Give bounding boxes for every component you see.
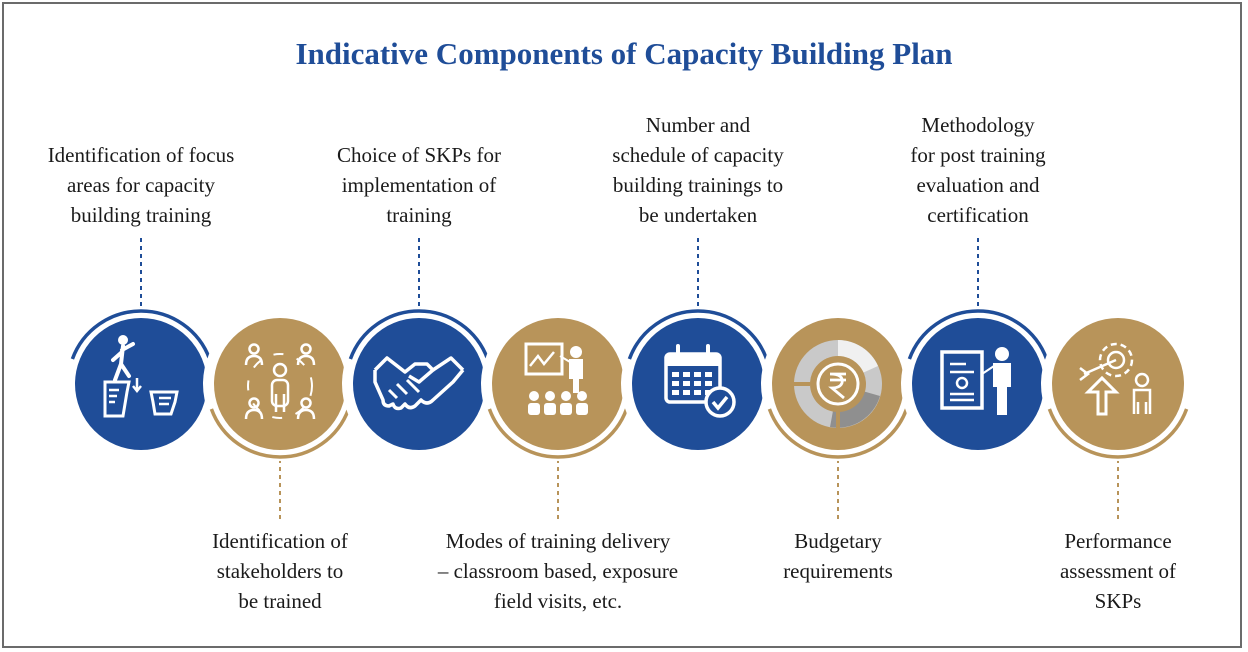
component-ring-5: [627, 309, 769, 360]
component-node-2: [203, 307, 357, 461]
component-label-line: be trained: [238, 589, 322, 613]
component-label-line: implementation of: [341, 173, 497, 197]
component-label-line: for post training: [910, 143, 1046, 167]
component-label-line: – classroom based, exposure: [437, 559, 679, 583]
component-node-6: [761, 307, 915, 461]
component-label-line: be undertaken: [638, 203, 758, 227]
component-label-line: requirements: [783, 559, 893, 583]
component-label-line: building trainings to: [612, 173, 784, 197]
component-node-3: [342, 307, 496, 461]
target-growth-person-icon: [1079, 342, 1152, 416]
component-label-line: schedule of capacity: [612, 143, 784, 167]
component-label-line: building training: [70, 203, 212, 227]
component-node-1: [64, 307, 218, 461]
component-label-6: Budgetary requirements: [708, 526, 968, 586]
component-ring-1: [70, 309, 212, 360]
component-label-7: Methodology for post training evaluation a…: [848, 110, 1108, 230]
component-label-line: Performance: [1064, 529, 1172, 553]
climbing-gap-icon: [103, 335, 179, 418]
handshake-icon: [373, 356, 465, 411]
component-label-line: certification: [927, 203, 1029, 227]
component-label-1: Identification of focus areas for capacit…: [11, 140, 271, 230]
component-label-line: SKPs: [1094, 589, 1142, 613]
stakeholders-icon: [244, 343, 316, 420]
component-label-line: areas for capacity: [66, 173, 216, 197]
component-label-line: Budgetary: [794, 529, 882, 553]
component-label-line: evaluation and: [916, 173, 1040, 197]
component-label-5: Number and schedule of capacity building t…: [568, 110, 828, 230]
component-label-line: assessment of: [1059, 559, 1177, 583]
component-ring-8: [1047, 408, 1189, 459]
component-label-line: Identification of: [212, 529, 348, 553]
component-label-2: Identification of stakeholders to be train…: [150, 526, 410, 616]
component-label-3: Choice of SKPs for implementation of train…: [289, 140, 549, 230]
component-label-line: stakeholders to: [216, 559, 344, 583]
rupee-pie-chart-icon: [794, 340, 882, 428]
certificate-presenter-icon: [940, 347, 1011, 415]
component-ring-2: [209, 408, 351, 459]
component-ring-7: [907, 309, 1049, 360]
component-label-line: Methodology: [921, 113, 1035, 137]
calendar-check-icon: [664, 344, 736, 418]
diagram-title: Indicative Components of Capacity Buildi…: [295, 36, 953, 71]
component-label-line: training: [386, 203, 452, 227]
component-label-line: Choice of SKPs for: [337, 143, 501, 167]
component-ring-3: [348, 309, 490, 360]
component-label-line: Number and: [645, 113, 751, 137]
component-label-line: Modes of training delivery: [445, 529, 671, 553]
component-node-5: [621, 307, 775, 461]
component-label-4: Modes of training delivery – classroom ba…: [428, 526, 688, 616]
classroom-presentation-icon: [524, 342, 588, 415]
component-ring-4: [487, 408, 629, 459]
component-label-line: field visits, etc.: [493, 589, 623, 613]
component-label-line: Identification of focus: [47, 143, 235, 167]
component-node-4: [481, 307, 635, 461]
component-ring-6: [767, 408, 909, 459]
component-node-7: [901, 307, 1055, 461]
component-label-8: Performance assessment of SKPs: [988, 526, 1248, 616]
component-node-8: [1041, 307, 1195, 461]
